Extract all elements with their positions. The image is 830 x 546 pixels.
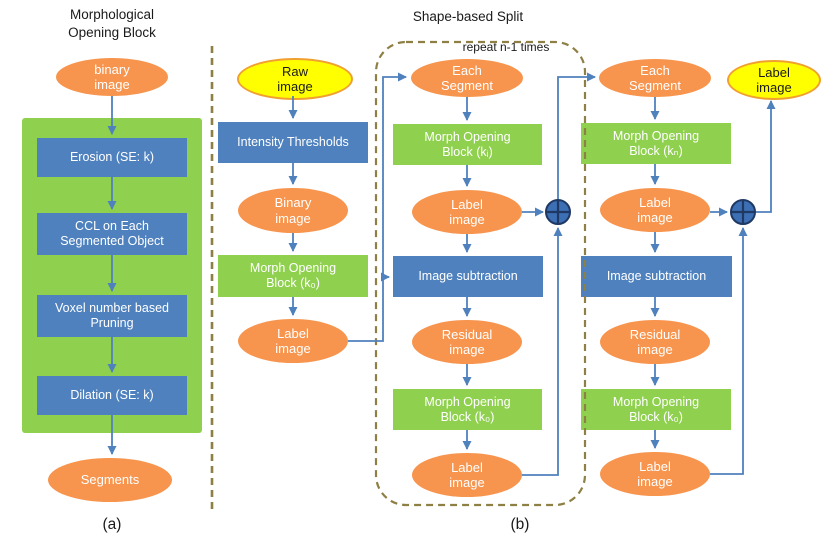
- node-morph-opening-ki: Morph Opening Block (kᵢ): [393, 124, 542, 165]
- circle-plus-merge-icon-1: [545, 199, 571, 225]
- panel-a-title: Morphological Opening Block: [68, 7, 156, 40]
- node-label-image-pipeline: Label image: [238, 319, 348, 363]
- node-pruning: Voxel number based Pruning: [37, 295, 187, 337]
- node-image-subtraction-final: Image subtraction: [581, 256, 732, 297]
- caption-b: (b): [510, 516, 530, 533]
- node-binary-image-b: Binary image: [238, 188, 348, 233]
- node-residual-image-iter: Residual image: [412, 320, 522, 364]
- node-ccl: CCL on Each Segmented Object: [37, 213, 187, 255]
- node-label-image-iter-top: Label image: [412, 190, 522, 234]
- node-morph-opening-k0-final: Morph Opening Block (k₀): [581, 389, 731, 430]
- node-morph-opening-k0-iter: Morph Opening Block (k₀): [393, 389, 542, 430]
- node-label-image-final-top: Label image: [600, 188, 710, 232]
- node-dilation: Dilation (SE: k): [37, 376, 187, 415]
- node-morph-opening-k0-pipeline: Morph Opening Block (k₀): [218, 255, 368, 297]
- node-label-image-output: Label image: [727, 60, 821, 100]
- node-image-subtraction-iter: Image subtraction: [393, 256, 543, 297]
- node-morph-opening-kn: Morph Opening Block (kₙ): [581, 123, 731, 164]
- node-label-image-iter-bottom: Label image: [412, 453, 522, 497]
- panel-b-title: Shape-based Split: [412, 9, 524, 24]
- repeat-times-label: repeat n-1 times: [448, 40, 564, 54]
- node-label-image-final-bottom: Label image: [600, 452, 710, 496]
- node-each-segment-iter: Each Segment: [411, 59, 523, 97]
- node-erosion: Erosion (SE: k): [37, 138, 187, 177]
- node-residual-image-final: Residual image: [600, 320, 710, 364]
- node-binary-image-a: binary image: [56, 58, 168, 96]
- circle-plus-merge-icon-2: [730, 199, 756, 225]
- caption-a: (a): [102, 516, 122, 533]
- node-raw-image: Raw image: [237, 58, 353, 100]
- node-each-segment-final: Each Segment: [599, 59, 711, 97]
- node-intensity-thresholds: Intensity Thresholds: [218, 122, 368, 163]
- node-segments: Segments: [48, 458, 172, 502]
